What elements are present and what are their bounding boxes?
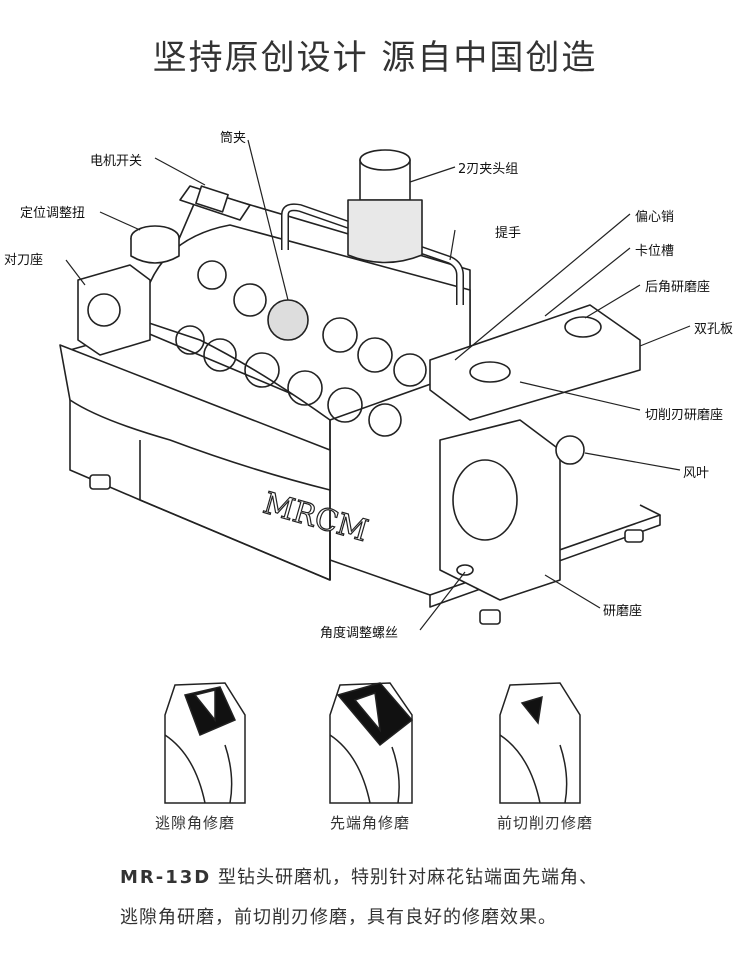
model-number: MR-13D	[120, 867, 212, 888]
label-switch: 电机开关	[90, 154, 143, 169]
label-cutting-edge-seat: 切削刃研磨座	[645, 408, 724, 423]
description-line-1: MR-13D 型钻头研磨机，特别针对麻花钻端面先端角、	[120, 858, 680, 898]
label-fan-blade: 风叶	[683, 466, 710, 481]
label-eccentric-pin: 偏心销	[635, 210, 675, 225]
label-two-edge-chuck: 2刃夹头组	[458, 162, 519, 177]
drill-tip-point-illustration	[329, 682, 414, 804]
caption-clearance-angle: 逃隙角修磨	[154, 814, 235, 832]
label-clamp-groove: 卡位槽	[635, 244, 675, 259]
machine-diagram	[59, 139, 691, 631]
label-grinding-seat: 研磨座	[603, 604, 643, 619]
page-headline: 坚持原创设计 源自中国创造	[152, 38, 598, 78]
label-tool-seat: 对刀座	[4, 253, 44, 268]
drill-tip-front-edge-illustration	[499, 682, 581, 804]
drill-tip-clearance-illustration	[164, 682, 246, 804]
label-collet: 筒夹	[220, 131, 247, 146]
label-rear-angle-seat: 后角研磨座	[645, 280, 711, 295]
label-double-hole-plate: 双孔板	[694, 322, 734, 337]
label-angle-screw: 角度调整螺丝	[320, 626, 399, 641]
description-line-2: 逃隙角研磨，前切削刃修磨，具有良好的修磨效果。	[120, 907, 557, 928]
description-line-1-text: 型钻头研磨机，特别针对麻花钻端面先端角、	[211, 867, 598, 888]
label-handle: 提手	[495, 226, 522, 241]
caption-point-angle: 先端角修磨	[329, 814, 410, 832]
caption-front-edge: 前切削刃修磨	[496, 814, 593, 832]
label-positioning-knob: 定位调整扭	[20, 206, 86, 221]
